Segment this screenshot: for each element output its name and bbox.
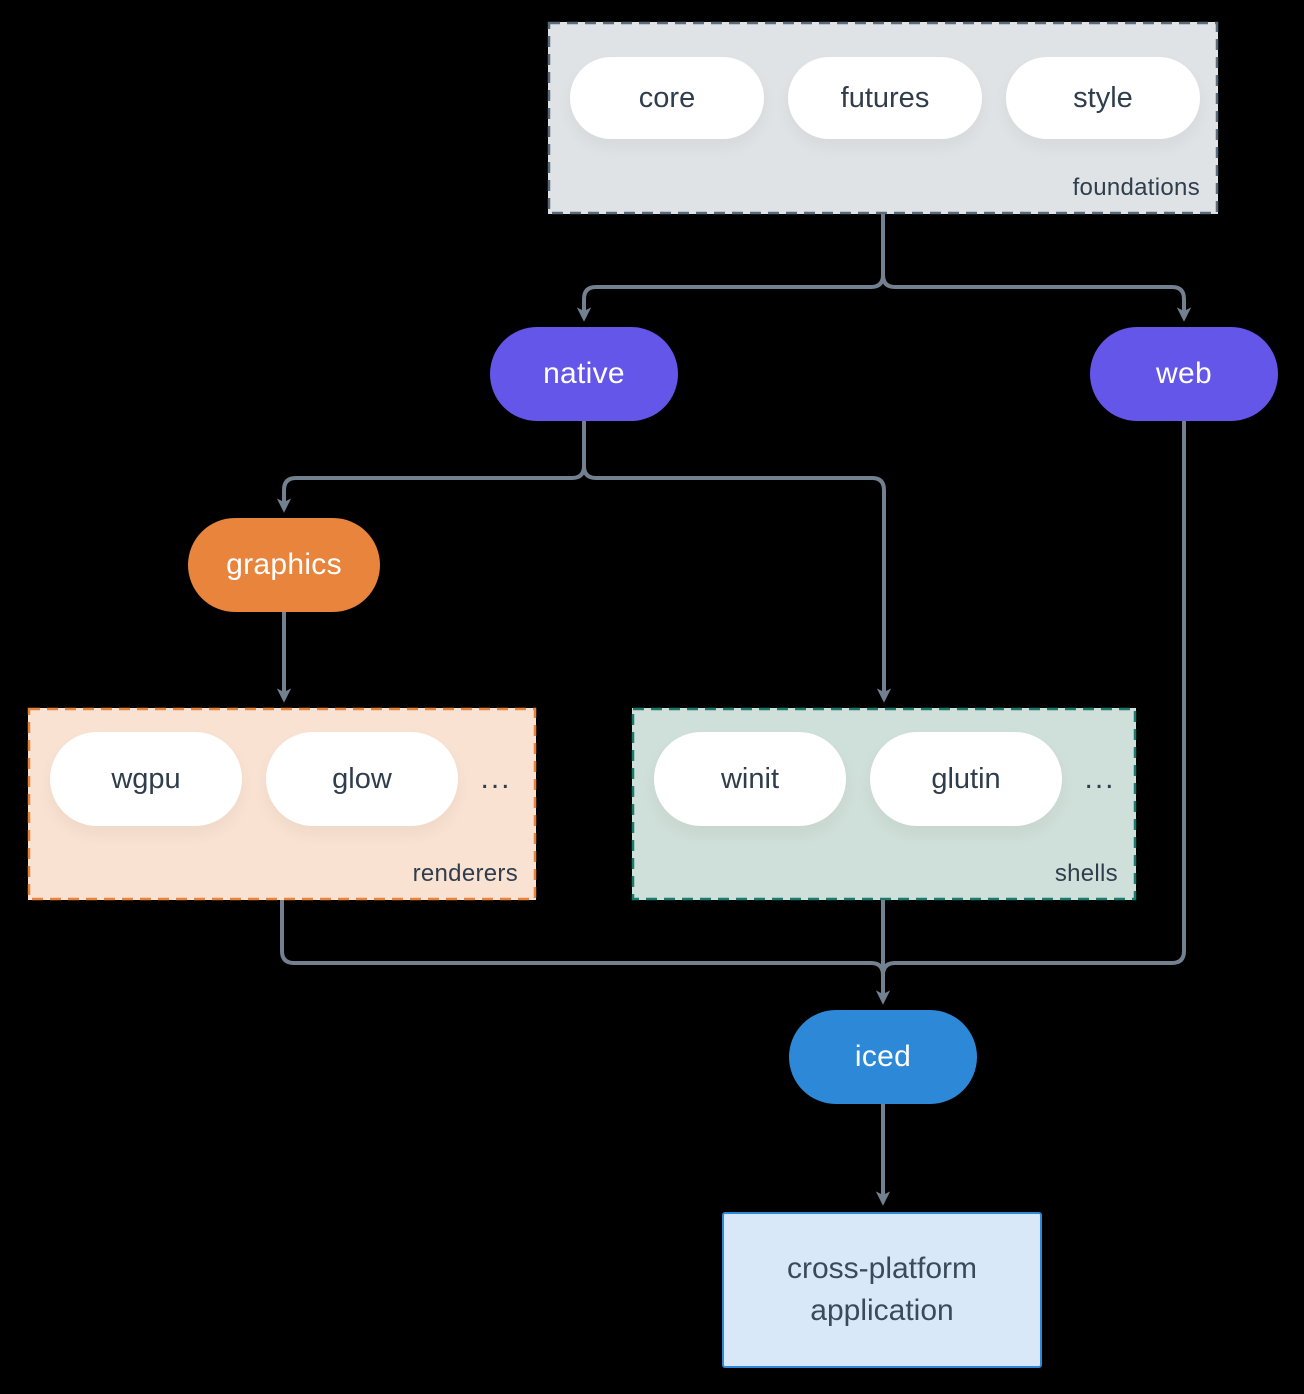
edge-native-shells [582,421,892,703]
node-winit-label: winit [720,762,779,795]
shells-ellipsis: ... [1084,762,1116,795]
shells-group: winit glutin ... shells [632,708,1136,900]
foundations-group: core futures style foundations [548,22,1218,214]
node-native: native [490,327,678,421]
renderers-group: wgpu glow ... renderers [28,708,536,900]
node-glutin: glutin [870,732,1062,826]
node-core: core [570,57,764,139]
node-glutin-label: glutin [931,762,1001,795]
node-wgpu: wgpu [50,732,242,826]
node-style: style [1006,57,1200,139]
node-graphics: graphics [188,518,380,612]
node-glow-label: glow [332,762,392,795]
node-graphics-label: graphics [226,548,342,581]
node-glow: glow [266,732,458,826]
node-iced: iced [789,1010,977,1104]
node-iced-label: iced [854,1040,912,1073]
application-label-line1: cross-platform [786,1252,978,1285]
node-style-label: style [1073,81,1133,114]
node-futures: futures [788,57,982,139]
edge-foundations-native [576,214,885,322]
node-web: web [1090,327,1278,421]
edge-web-iced [881,421,1186,985]
edge-foundations-web [881,214,1192,322]
node-winit: winit [654,732,846,826]
edge-native-graphics [276,421,586,513]
node-core-label: core [638,81,696,114]
shells-group-label: shells [1054,860,1118,887]
node-futures-label: futures [840,81,930,114]
node-native-label: native [543,357,625,390]
renderers-ellipsis: ... [480,762,512,795]
edge-renderers-iced [280,900,885,985]
foundations-group-label: foundations [1072,174,1200,201]
application-label-line2: application [810,1294,954,1327]
node-wgpu-label: wgpu [111,762,181,795]
application-node: cross-platform application [722,1212,1042,1368]
renderers-group-label: renderers [412,860,518,887]
node-web-label: web [1156,357,1212,390]
